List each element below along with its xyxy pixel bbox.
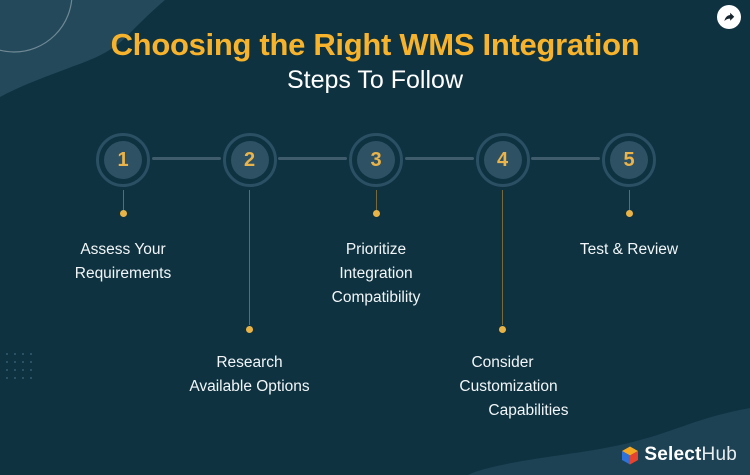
connector-1-2 <box>152 157 221 160</box>
step-stem-4 <box>502 190 503 325</box>
step-circle-5: 5 <box>602 133 656 187</box>
page-subtitle: Steps To Follow <box>286 66 463 94</box>
brand-wordmark: SelectHub <box>644 444 737 465</box>
connector-3-4 <box>405 157 474 160</box>
step-circle-1: 1 <box>96 133 150 187</box>
step-dot-5 <box>625 210 633 217</box>
step-number-3: 3 <box>370 148 382 171</box>
step-number-4: 4 <box>496 148 509 171</box>
share-button[interactable] <box>717 5 741 29</box>
dot-grid-decoration <box>3 350 33 382</box>
brand-logo[interactable]: SelectHub <box>620 444 737 466</box>
step-number-2: 2 <box>243 148 256 171</box>
step-label-5: Test & Review <box>579 241 679 258</box>
step-dot-2 <box>246 326 253 333</box>
step-dot-4 <box>499 326 506 333</box>
page-title: Choosing the Right WMS Integration <box>110 27 640 62</box>
step-number-1: 1 <box>117 148 129 171</box>
header: Choosing the Right WMS Integration Steps… <box>0 27 750 95</box>
step-circle-4: 4 <box>475 133 530 187</box>
step-stem-3 <box>375 190 377 210</box>
step-label-1: Assess Your Requirements <box>74 241 172 282</box>
step-dot-1 <box>119 210 127 217</box>
step-stem-1 <box>122 190 124 210</box>
step-number-5: 5 <box>623 148 635 171</box>
share-forward-icon <box>724 12 735 22</box>
step-stem-2 <box>249 190 250 325</box>
step-label-4: Consider Customization Capabilities <box>459 354 569 419</box>
step-stem-5 <box>628 190 630 210</box>
step-label-2: Research Available Options <box>189 354 310 395</box>
connector-4-5 <box>531 157 600 160</box>
step-circle-3: 3 <box>349 133 403 187</box>
step-label-3: Prioritize Integration Compatibility <box>331 241 421 306</box>
step-dot-3 <box>372 210 380 217</box>
step-circle-2: 2 <box>222 133 277 187</box>
connector-2-3 <box>278 157 347 160</box>
selecthub-cube-icon <box>622 446 639 464</box>
